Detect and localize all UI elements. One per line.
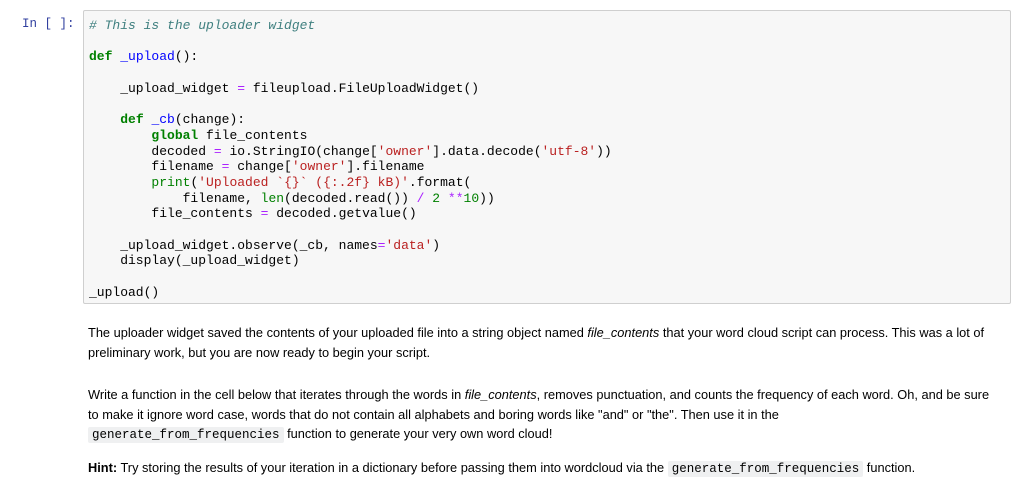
markdown-paragraph-1: The uploader widget saved the contents o… bbox=[88, 323, 1008, 362]
text: that your word cloud script can process.… bbox=[88, 325, 985, 360]
code-line: # This is the uploader widget bbox=[89, 18, 316, 33]
text: Try storing the results of your iteratio… bbox=[117, 460, 668, 475]
code-line bbox=[89, 34, 612, 50]
code-line: filename, len(decoded.read()) / 2 **10)) bbox=[89, 190, 495, 206]
code-line: decoded = io.StringIO(change['owner'].da… bbox=[89, 143, 612, 159]
code-cell[interactable]: # This is the uploader widget def _upload… bbox=[83, 10, 1011, 304]
code-line: file_contents = decoded.getvalue() bbox=[89, 206, 417, 222]
code-line: _upload() bbox=[89, 284, 160, 300]
code-line bbox=[89, 222, 612, 238]
code-line: def _cb(change): bbox=[120, 112, 246, 128]
emphasis-file-contents: file_contents bbox=[587, 325, 660, 340]
code-line: display(_upload_widget) bbox=[89, 253, 300, 269]
code-line: _upload_widget.observe(_cb, names='data'… bbox=[89, 237, 441, 253]
markdown-paragraph-hint: Hint: Try storing the results of your it… bbox=[88, 458, 1008, 480]
emphasis-file-contents: file_contents bbox=[464, 387, 537, 402]
code-line bbox=[89, 96, 612, 112]
cell-prompt: In [ ]: bbox=[22, 17, 75, 31]
code-line: print('Uploaded `{}` ({:.2f} kB)'.format… bbox=[151, 174, 472, 190]
text: The uploader widget saved the contents o… bbox=[88, 325, 588, 340]
code-line: _upload_widget = fileupload.FileUploadWi… bbox=[89, 80, 480, 96]
code-line bbox=[89, 269, 612, 285]
text: function to generate your very own word … bbox=[283, 426, 553, 441]
markdown-paragraph-2: Write a function in the cell below that … bbox=[88, 385, 1008, 446]
code-line: global file_contents bbox=[151, 127, 308, 143]
code-editor[interactable]: # This is the uploader widget def _upload… bbox=[89, 18, 612, 300]
hint-label: Hint: bbox=[88, 460, 118, 475]
inline-code-generate-from-frequencies: generate_from_frequencies bbox=[88, 427, 284, 443]
code-line: filename = change['owner'].filename bbox=[89, 159, 425, 175]
text: , removes punctuation, and counts the fr… bbox=[88, 387, 990, 422]
text: function. bbox=[863, 460, 916, 475]
code-line: def _upload(): bbox=[89, 49, 199, 65]
inline-code-generate-from-frequencies: generate_from_frequencies bbox=[667, 461, 864, 477]
code-line bbox=[89, 65, 612, 81]
text: Write a function in the cell below that … bbox=[88, 387, 465, 402]
